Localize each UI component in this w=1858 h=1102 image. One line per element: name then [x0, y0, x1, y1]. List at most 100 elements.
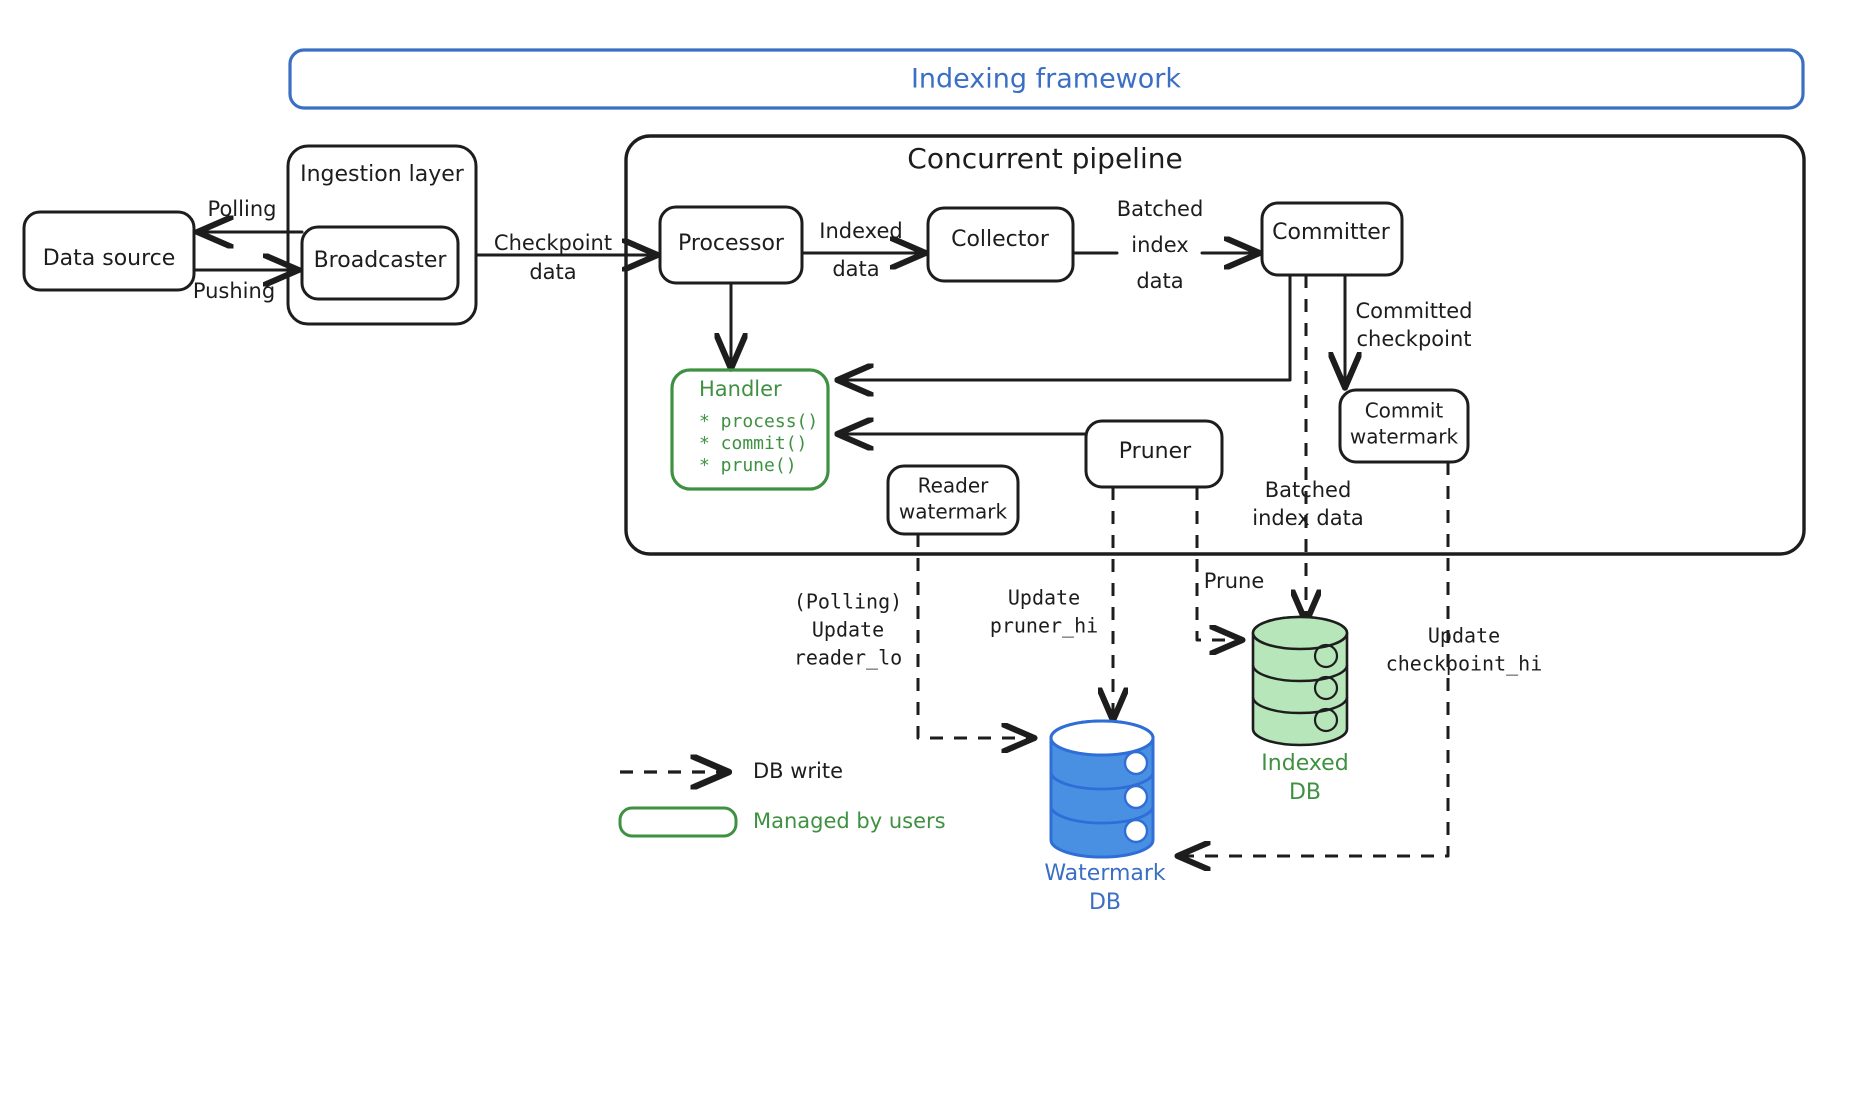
committer-box[interactable] — [1260, 201, 1404, 277]
edge-batched-index-data: Batched index data — [1071, 197, 1257, 293]
indexed-data-label-2: data — [832, 257, 879, 281]
batched-index-data-label-2: index — [1131, 233, 1188, 257]
edge-committed-checkpoint: Committed checkpoint — [1345, 273, 1473, 385]
batched-index-data2-label-1: Batched — [1265, 478, 1352, 502]
data-source-label: Data source — [43, 246, 176, 271]
legend-managed-label: Managed by users — [753, 809, 946, 833]
checkpoint-hi-arrow — [1180, 462, 1450, 856]
node-processor[interactable]: Processor — [658, 205, 804, 285]
watermark-db-label-1: Watermark — [1044, 861, 1166, 886]
legend-db-write-label: DB write — [753, 759, 843, 783]
reader-lo-label-2: Update — [812, 618, 884, 642]
checkpoint-hi-label-2: checkpoint_hi — [1386, 652, 1543, 676]
ingestion-layer-label: Ingestion layer — [300, 162, 465, 187]
collector-label: Collector — [951, 227, 1050, 252]
watermark-db-divider-1 — [1049, 771, 1155, 791]
node-data-source[interactable]: Data source — [22, 210, 196, 292]
commit-watermark-box[interactable] — [1338, 388, 1470, 464]
database-watermark-db[interactable]: Watermark DB — [1044, 719, 1166, 915]
edge-committer-handler — [840, 273, 1292, 380]
commit-watermark-label-2: watermark — [1350, 425, 1459, 449]
broadcaster-box[interactable] — [300, 225, 460, 301]
edge-pruner-indexed-db: Prune — [1195, 487, 1264, 640]
indexing-framework-title: Indexing framework — [911, 64, 1181, 95]
edge-polling: Polling — [200, 197, 304, 232]
reader-watermark-db-arrow — [916, 534, 1032, 738]
processor-label: Processor — [678, 231, 785, 256]
legend: DB write Managed by users — [618, 759, 946, 838]
indexed-db-label-2: DB — [1289, 780, 1321, 805]
database-indexed-db[interactable]: Indexed DB — [1251, 615, 1349, 805]
edge-committer-indexed-db: Batched index data — [1252, 275, 1364, 620]
pruner-box[interactable] — [1084, 419, 1224, 489]
data-source-box[interactable] — [22, 210, 196, 292]
node-pruner[interactable]: Pruner — [1084, 419, 1224, 489]
ingestion-layer-border — [286, 144, 478, 326]
handler-method-commit: * commit() — [699, 433, 807, 454]
legend-managed-box-icon — [618, 806, 738, 838]
committed-checkpoint-label-1: Committed — [1356, 299, 1473, 323]
watermark-db-disk-2 — [1123, 784, 1149, 810]
polling-label: Polling — [208, 197, 277, 221]
reader-watermark-label-2: watermark — [899, 500, 1008, 524]
watermark-db-top — [1049, 719, 1155, 757]
edge-checkpoint-data: Checkpoint data — [474, 231, 655, 284]
commit-watermark-label-1: Commit — [1365, 399, 1444, 423]
edge-pruner-watermark-db: Update pruner_hi — [990, 487, 1113, 718]
pushing-label: Pushing — [193, 279, 275, 303]
collector-box[interactable] — [926, 206, 1075, 283]
watermark-db-divider-2 — [1049, 805, 1155, 825]
batched-index-data-label-3: data — [1136, 269, 1183, 293]
batched-index-data-label-1: Batched — [1117, 197, 1204, 221]
prune-label: Prune — [1204, 569, 1264, 593]
watermark-db-disk-1 — [1123, 750, 1149, 776]
ingestion-layer-group: Ingestion layer — [286, 144, 478, 326]
indexed-db-top — [1251, 615, 1349, 651]
batched-index-data2-label-2: index data — [1252, 506, 1363, 530]
pruner-hi-label-2: pruner_hi — [990, 614, 1098, 638]
concurrent-pipeline-group: Concurrent pipeline — [624, 134, 1806, 556]
reader-lo-label-1: (Polling) — [794, 590, 902, 614]
node-commit-watermark[interactable]: Commit watermark — [1338, 388, 1470, 464]
handler-title: Handler — [699, 377, 782, 401]
indexed-db-disk-3 — [1313, 707, 1339, 733]
reader-lo-label-3: reader_lo — [794, 646, 902, 670]
indexed-db-disk-1 — [1313, 643, 1339, 669]
node-collector[interactable]: Collector — [926, 206, 1075, 283]
indexed-db-divider-1 — [1251, 664, 1349, 683]
indexed-data-label-1: Indexed — [819, 219, 902, 243]
handler-method-prune: * prune() — [699, 455, 797, 476]
prune-arrow — [1195, 487, 1240, 640]
node-handler[interactable]: Handler * process() * commit() * prune() — [670, 368, 830, 491]
reader-watermark-label-1: Reader — [918, 474, 990, 498]
committed-checkpoint-label-2: checkpoint — [1356, 327, 1471, 351]
concurrent-pipeline-label: Concurrent pipeline — [907, 142, 1182, 175]
node-reader-watermark[interactable]: Reader watermark — [886, 464, 1020, 536]
indexed-db-label-1: Indexed — [1261, 751, 1348, 776]
checkpoint-hi-label-1: Update — [1428, 624, 1500, 648]
concurrent-pipeline-border — [624, 134, 1806, 556]
edge-reader-watermark-db: (Polling) Update reader_lo — [794, 534, 1032, 738]
handler-box[interactable] — [670, 368, 830, 491]
watermark-db-label-2: DB — [1089, 890, 1121, 915]
edge-indexed-data: Indexed data — [800, 219, 923, 281]
checkpoint-data-label-2: data — [529, 260, 576, 284]
edge-commit-watermark-db: Update checkpoint_hi — [1180, 462, 1542, 856]
indexing-framework-banner: Indexing framework — [288, 48, 1805, 110]
node-broadcaster[interactable]: Broadcaster — [300, 225, 460, 301]
broadcaster-label: Broadcaster — [314, 248, 448, 273]
handler-method-process: * process() — [699, 411, 818, 432]
edge-pushing: Pushing — [192, 270, 296, 303]
indexed-db-disk-2 — [1313, 675, 1339, 701]
reader-watermark-box[interactable] — [886, 464, 1020, 536]
committer-label: Committer — [1272, 220, 1391, 245]
checkpoint-data-label-1: Checkpoint — [494, 231, 612, 255]
pruner-hi-label-1: Update — [1008, 586, 1080, 610]
committer-handler-arrow — [840, 273, 1292, 380]
pruner-label: Pruner — [1119, 439, 1192, 464]
node-committer[interactable]: Committer — [1260, 201, 1404, 277]
indexed-db-divider-2 — [1251, 696, 1349, 715]
indexing-framework-border — [288, 48, 1805, 110]
